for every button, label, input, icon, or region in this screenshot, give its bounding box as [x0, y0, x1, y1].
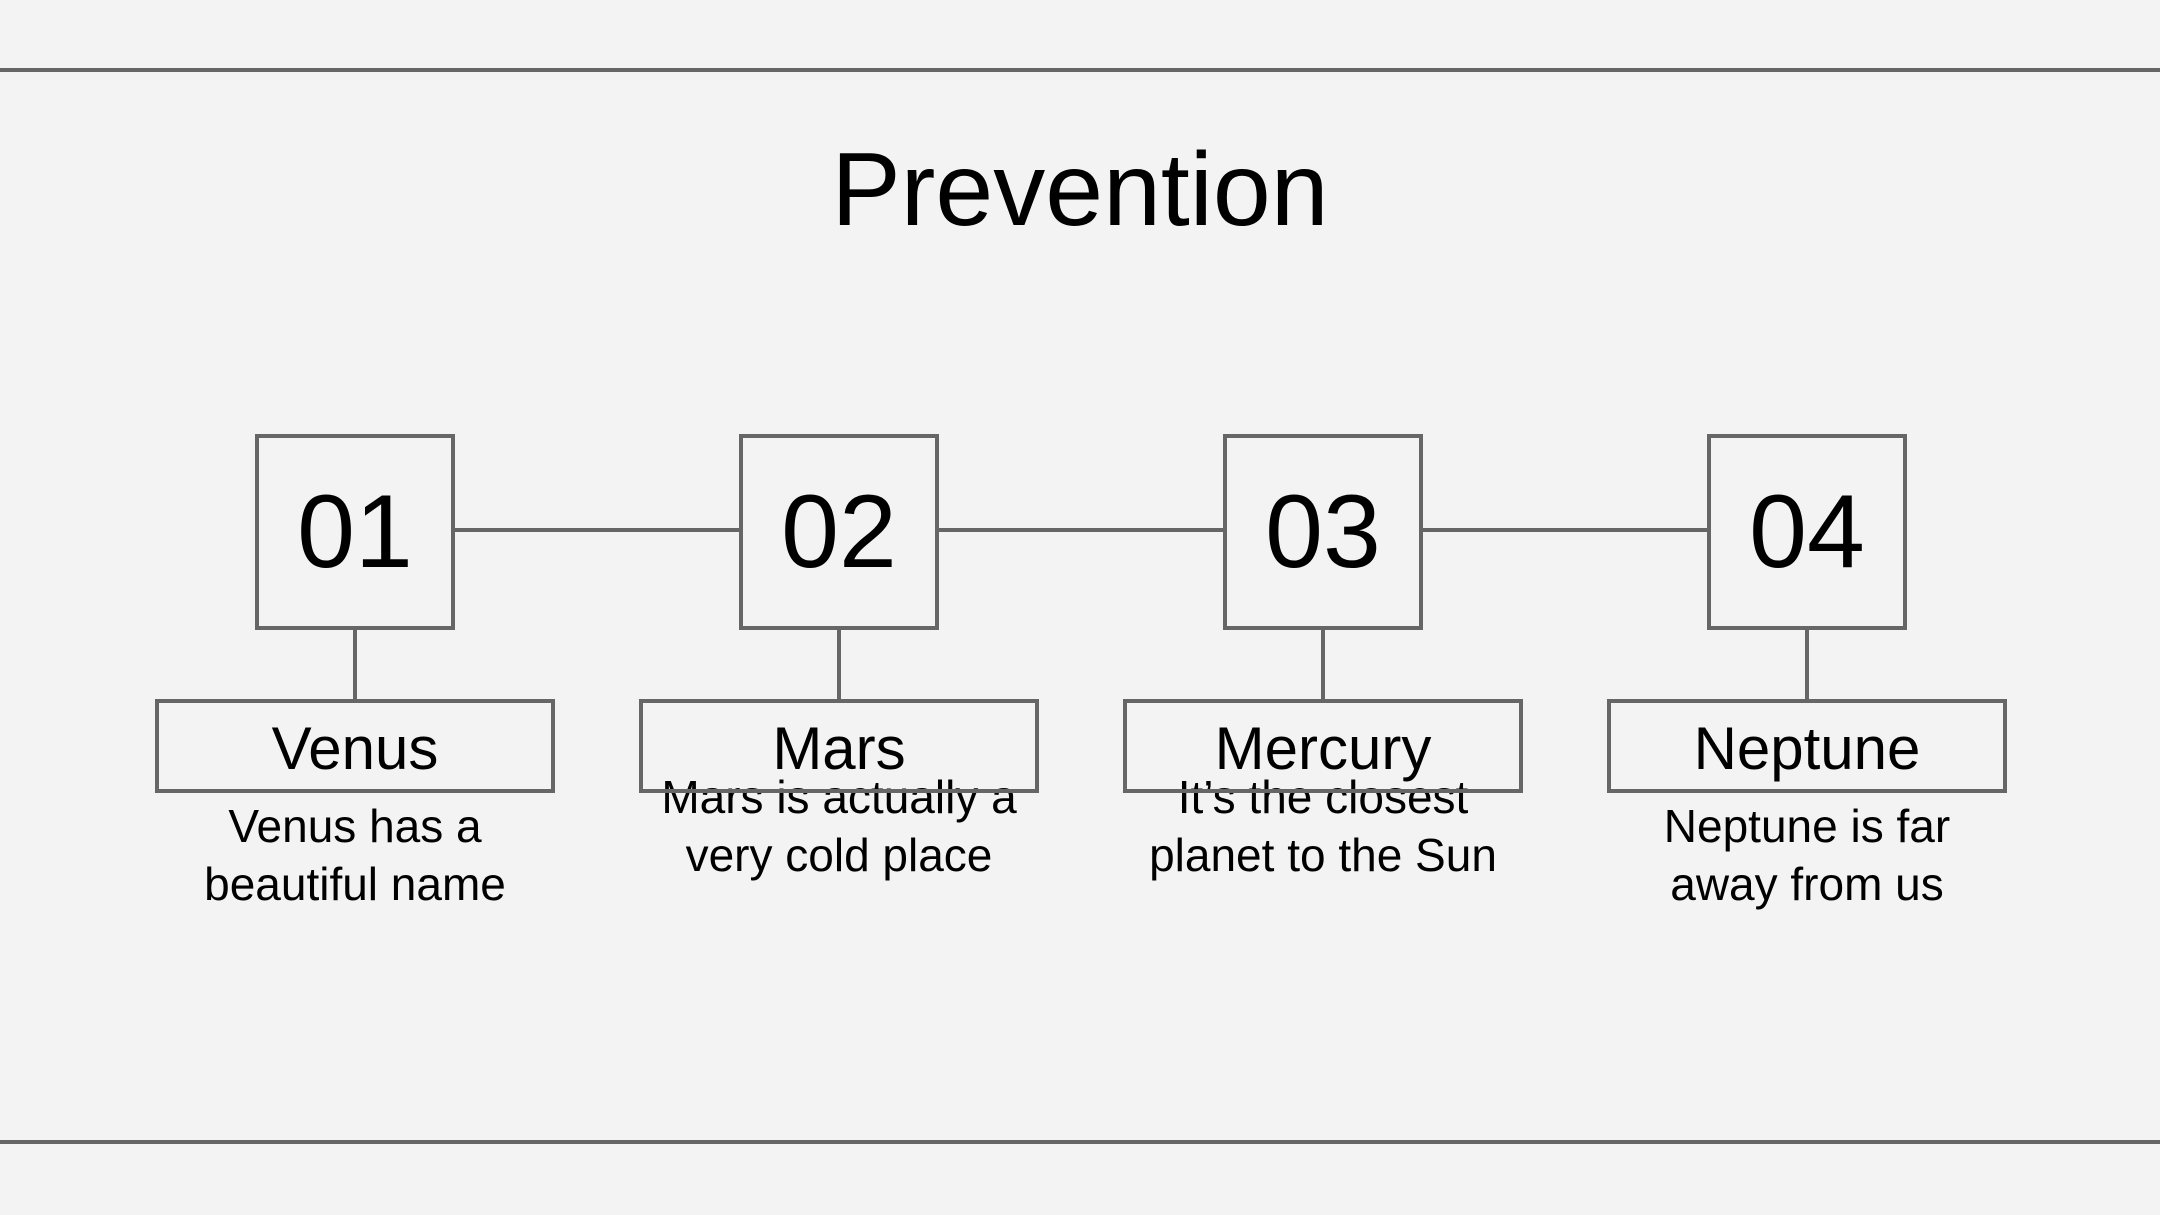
step-number-box: 03 [1223, 434, 1423, 630]
step-connector [837, 626, 841, 700]
step-description: Mars is actually a very cold place [661, 771, 1017, 881]
bottom-divider [0, 1140, 2160, 1144]
step-description: Neptune is far away from us [1663, 800, 1951, 910]
step-description: It’s the closest planet to the Sun [1149, 771, 1497, 881]
connector-01-02 [454, 528, 740, 532]
step-label-box: Venus [155, 699, 555, 793]
connector-03-04 [1422, 528, 1708, 532]
step-label-box: Neptune [1607, 699, 2007, 793]
slide-title: Prevention [831, 132, 1329, 248]
step-connector [1805, 626, 1809, 700]
step-number-box: 01 [255, 434, 455, 630]
step-label-box: Mercury [1123, 699, 1523, 793]
top-divider [0, 68, 2160, 72]
step-connector [353, 626, 357, 700]
step-number-box: 02 [739, 434, 939, 630]
step-connector [1321, 626, 1325, 700]
step-label-box: Mars [639, 699, 1039, 793]
step-description: Venus has a beautiful name [204, 800, 506, 910]
step-number-box: 04 [1707, 434, 1907, 630]
connector-02-03 [938, 528, 1224, 532]
